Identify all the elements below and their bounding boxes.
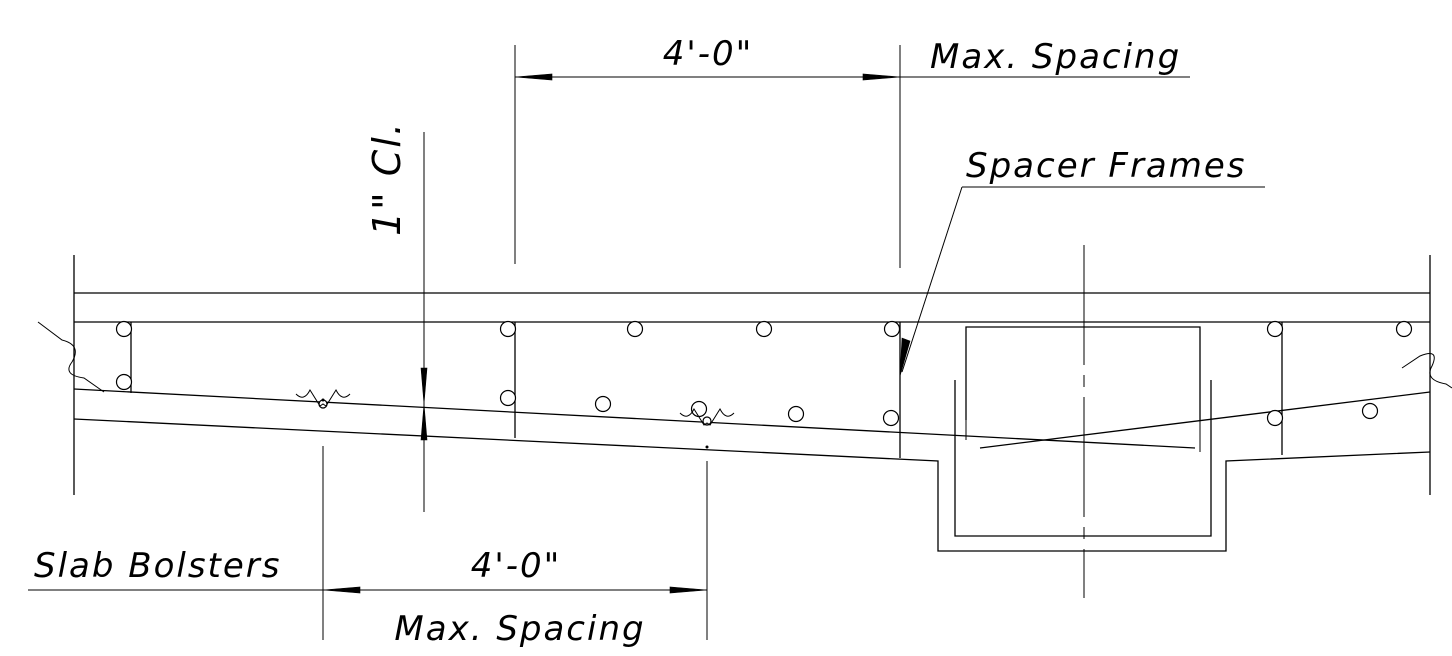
rebar [1266,320,1284,338]
bolster-point [705,445,709,449]
top-dimension-label: 4'-0" [663,34,754,74]
beam-stirrup-inner [965,326,1201,420]
bottom-dimension-label: 4'-0" [471,546,562,586]
bolster-wire [295,388,351,407]
bolster-bar [702,416,712,426]
rebar [1395,320,1413,338]
top-dimension: 4'-0" Max. Spacing [514,34,1190,268]
rebar [883,320,901,338]
top-rebar-row [115,320,1413,338]
rebar [115,373,133,391]
bottom-spacing-note: Max. Spacing [394,609,645,649]
rebar [755,320,773,338]
bottom-dim-arrow-right [669,586,708,594]
clearance-arrow-down [420,367,428,405]
spacer-frames-leader [901,186,963,373]
rebar [1266,409,1284,427]
bottom-rebar-row [115,373,1379,427]
rebar [499,389,517,407]
rebar [626,320,644,338]
top-dim-arrow-right [862,73,901,81]
beam-stirrup-outer [954,380,1212,537]
rebar [499,320,517,338]
spacer-frames-arrow [899,337,911,377]
rebar [882,409,900,427]
clearance-label: 1" Cl. [365,121,409,236]
bolster-point [321,398,325,402]
slab-bolster-left [295,388,351,409]
bottom-mat-line-left [73,388,1196,449]
slab-outline [37,255,1452,552]
bottom-mat-line-right [979,391,1431,449]
clearance-arrow-up [420,403,428,441]
rebar [787,405,805,423]
rebar [115,320,133,338]
rebar [1361,402,1379,420]
right-break-symbol [1401,353,1452,389]
top-spacing-note: Max. Spacing [930,37,1181,77]
slab-bottom-edge [73,418,1431,552]
clearance-dimension: 1" Cl. [365,121,428,512]
left-break-symbol [37,321,105,393]
slab-bolster-right [679,407,735,449]
spacer-frames-label: Spacer Frames [966,146,1247,186]
rebar [594,395,612,413]
bottom-dimension: Slab Bolsters 4'-0" Max. Spacing [28,446,708,649]
beam-cage [954,245,1212,598]
slab-bolsters-label: Slab Bolsters [34,546,281,586]
spacer-frames-callout: Spacer Frames [899,146,1265,377]
bolster-wire [679,407,735,426]
top-dim-arrow-left [514,73,553,81]
spacer-frame-verticals [130,322,1283,458]
bottom-dim-arrow-left [322,586,361,594]
